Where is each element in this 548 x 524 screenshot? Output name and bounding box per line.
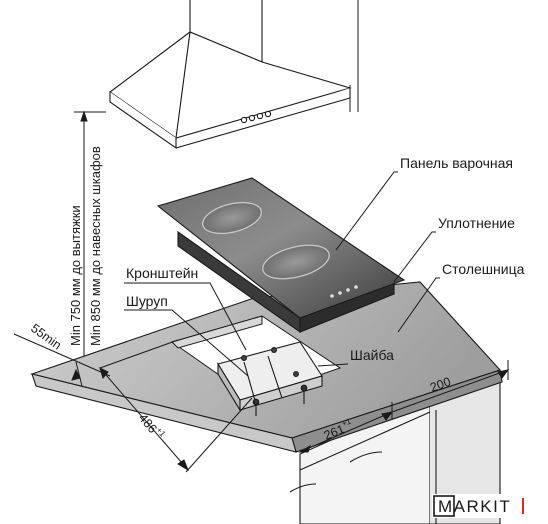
edge-dimension	[13, 333, 111, 387]
label-washer: Шайба	[350, 347, 394, 363]
depth-dimension	[99, 339, 253, 473]
hood-distance-label: Min 750 мм до вытяжки	[68, 205, 83, 346]
width-dimension	[298, 402, 394, 453]
logo-text: MARKIT	[438, 497, 511, 516]
label-seal: Уплотнение	[438, 215, 515, 231]
label-bracket: Кронштейн	[126, 265, 198, 281]
bracket-assembly	[217, 341, 323, 416]
label-cooktop-panel: Панель варочная	[400, 155, 513, 171]
label-screw: Шуруп	[126, 293, 168, 309]
cabinet-distance-label: Min 850 мм до навесных шкафов	[88, 146, 103, 346]
wall-lines	[349, 0, 359, 112]
range-hood	[109, 0, 352, 150]
cooktop-panel	[156, 177, 406, 334]
side-distance-label: 200	[428, 375, 452, 395]
cabinet	[289, 373, 501, 524]
leader-lines	[124, 171, 440, 377]
label-countertop: Столешница	[442, 261, 525, 277]
markit-logo: MARKIT	[432, 494, 540, 518]
side-dimension	[391, 360, 510, 413]
